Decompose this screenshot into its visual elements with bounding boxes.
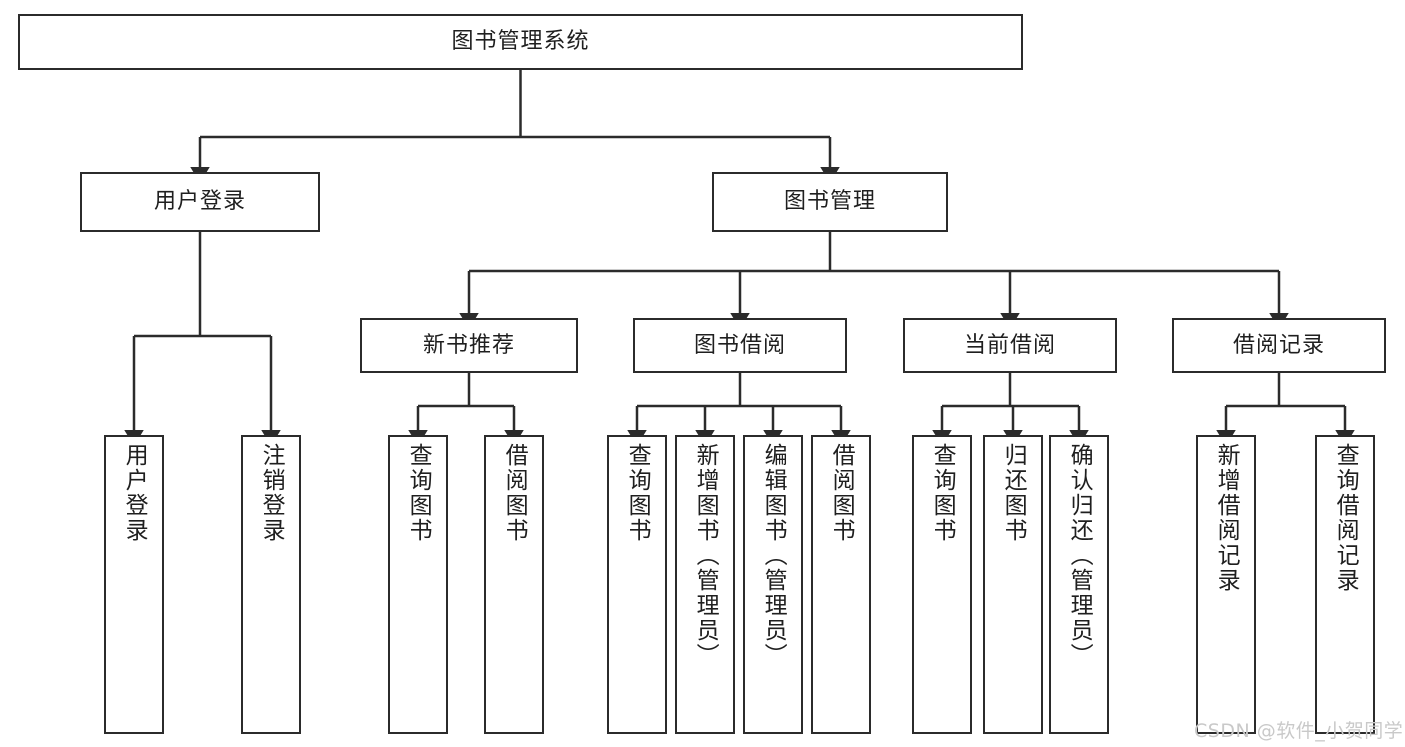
node-leaf-edit-book[interactable]: 编辑图书（管理员） bbox=[743, 435, 803, 734]
node-label: 新增图书（管理员） bbox=[692, 443, 719, 668]
node-leaf-confirm-return[interactable]: 确认归还（管理员） bbox=[1049, 435, 1109, 734]
node-new-book-rec[interactable]: 新书推荐 bbox=[360, 318, 578, 373]
node-book-borrow[interactable]: 图书借阅 bbox=[633, 318, 847, 373]
node-label: 借阅图书 bbox=[828, 443, 855, 543]
node-leaf-user-logout[interactable]: 注销登录 bbox=[241, 435, 301, 734]
node-label: 新书推荐 bbox=[422, 332, 515, 358]
node-borrow-record[interactable]: 借阅记录 bbox=[1172, 318, 1386, 373]
node-leaf-return-book[interactable]: 归还图书 bbox=[983, 435, 1043, 734]
node-label: 确认归还（管理员） bbox=[1066, 443, 1093, 668]
node-label: 借阅记录 bbox=[1232, 332, 1325, 358]
node-label: 查询图书 bbox=[624, 443, 651, 543]
node-label: 查询图书 bbox=[405, 443, 432, 543]
node-label: 查询借阅记录 bbox=[1332, 443, 1359, 593]
node-label: 用户登录 bbox=[121, 443, 148, 543]
node-label: 编辑图书（管理员） bbox=[760, 443, 787, 668]
node-user-login[interactable]: 用户登录 bbox=[80, 172, 320, 232]
node-leaf-query-book-1[interactable]: 查询图书 bbox=[388, 435, 448, 734]
node-label: 图书借阅 bbox=[693, 332, 786, 358]
node-book-manage[interactable]: 图书管理 bbox=[712, 172, 948, 232]
node-label: 新增借阅记录 bbox=[1213, 443, 1240, 593]
node-label: 归还图书 bbox=[1000, 443, 1027, 543]
node-label: 图书管理 bbox=[783, 189, 876, 215]
node-leaf-add-record[interactable]: 新增借阅记录 bbox=[1196, 435, 1256, 734]
node-leaf-user-login[interactable]: 用户登录 bbox=[104, 435, 164, 734]
node-current-borrow[interactable]: 当前借阅 bbox=[903, 318, 1117, 373]
node-root[interactable]: 图书管理系统 bbox=[18, 14, 1023, 70]
node-leaf-query-book-3[interactable]: 查询图书 bbox=[912, 435, 972, 734]
node-label: 用户登录 bbox=[153, 189, 246, 215]
node-leaf-add-book[interactable]: 新增图书（管理员） bbox=[675, 435, 735, 734]
node-label: 当前借阅 bbox=[963, 332, 1056, 358]
node-leaf-borrow-book-2[interactable]: 借阅图书 bbox=[811, 435, 871, 734]
node-leaf-query-book-2[interactable]: 查询图书 bbox=[607, 435, 667, 734]
node-label: 查询图书 bbox=[929, 443, 956, 543]
node-leaf-query-record[interactable]: 查询借阅记录 bbox=[1315, 435, 1375, 734]
node-leaf-borrow-book-1[interactable]: 借阅图书 bbox=[484, 435, 544, 734]
csdn-watermark: CSDN @软件_小贺同学 bbox=[1194, 720, 1404, 742]
node-label: 借阅图书 bbox=[501, 443, 528, 543]
node-label: 图书管理系统 bbox=[451, 29, 590, 55]
node-label: 注销登录 bbox=[258, 443, 285, 543]
